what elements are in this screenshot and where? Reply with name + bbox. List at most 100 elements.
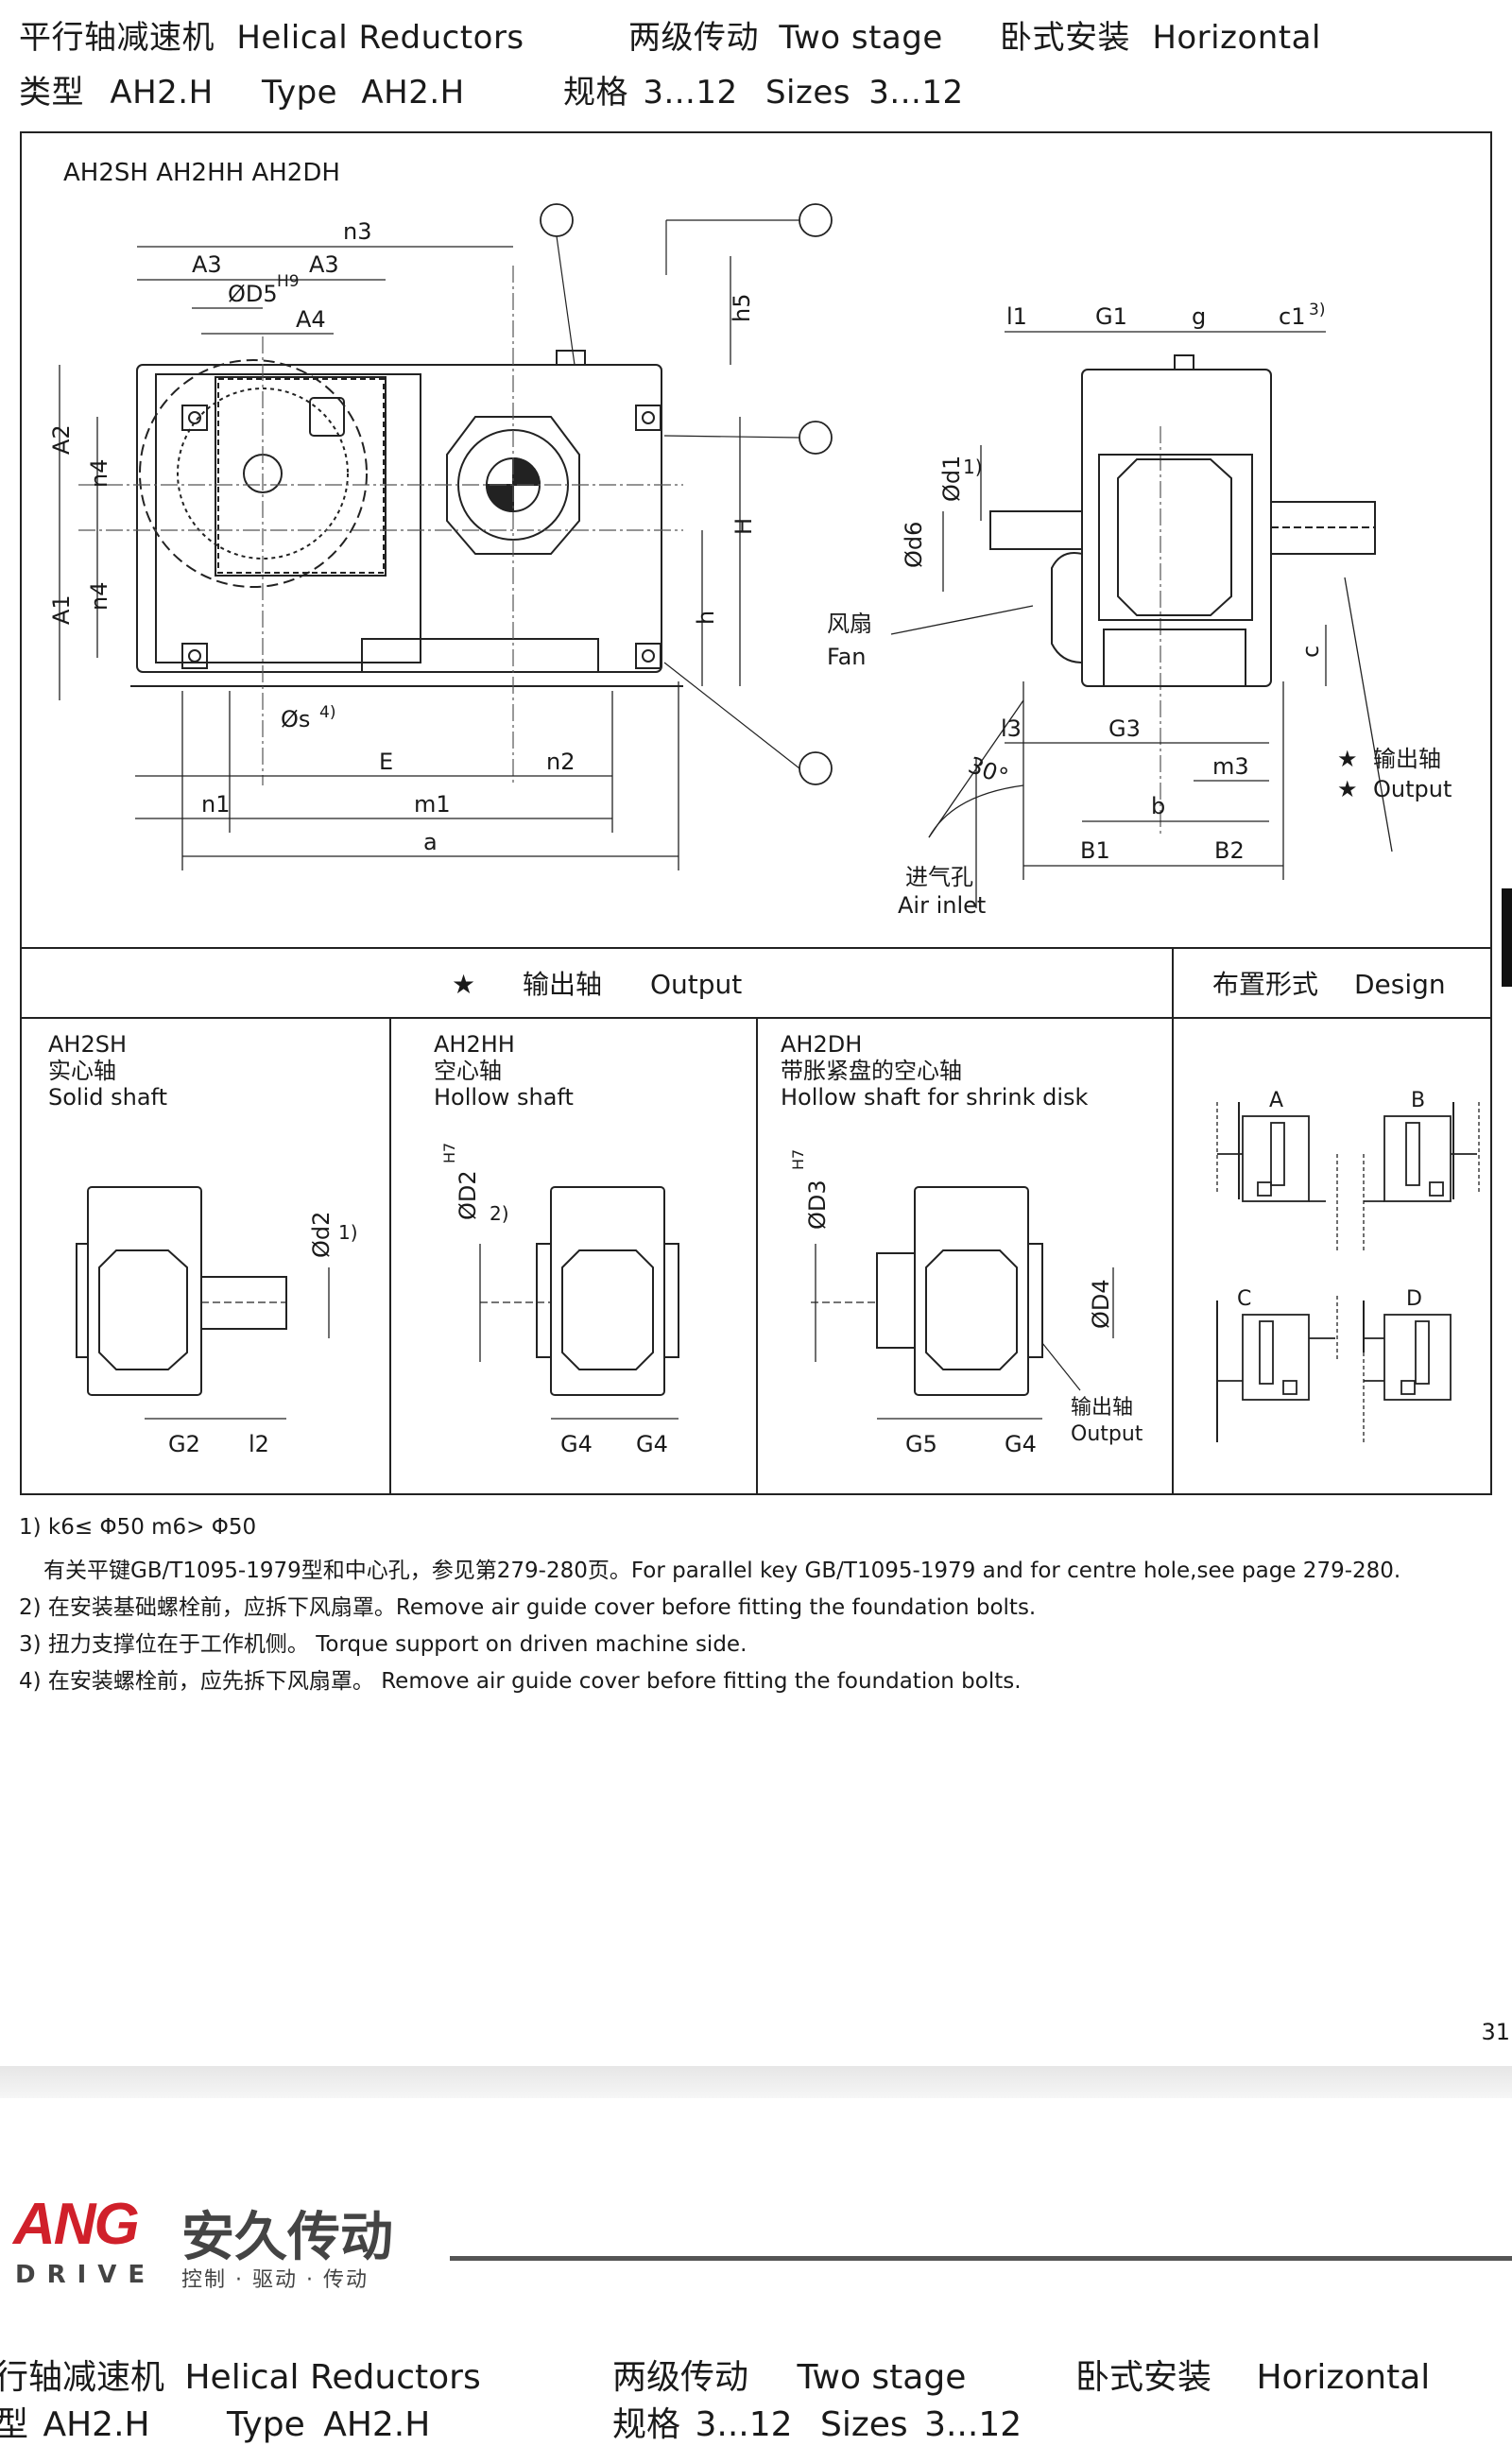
variant-3-dim2: ØD4 xyxy=(1088,1279,1114,1329)
footer-title-cn: 行轴减速机 xyxy=(0,2358,165,2397)
footer-mount-en: Horizontal xyxy=(1256,2358,1431,2397)
variant-1-l2: l2 xyxy=(249,1431,269,1457)
dim-d5: ØD5 xyxy=(228,281,278,307)
input-shaft xyxy=(989,510,1083,550)
mount-cn: 卧式安装 xyxy=(1000,19,1130,57)
type-en: Type xyxy=(261,74,338,112)
footer-stage-en: Two stage xyxy=(797,2358,967,2397)
variant-1-code: AH2SH xyxy=(48,1031,127,1058)
dim-a4: A4 xyxy=(296,306,326,333)
front-view xyxy=(130,350,683,687)
title-en: Helical Reductors xyxy=(236,19,524,57)
size-range: 3...12 xyxy=(643,74,738,112)
variant-3-cn: 带胀紧盘的空心轴 xyxy=(781,1058,962,1084)
section-output-cn: 输出轴 xyxy=(523,969,602,1000)
air-inlet-cn: 进气孔 xyxy=(905,864,973,890)
oil-drain-symbol-icon xyxy=(799,751,833,785)
variant-1-drawing xyxy=(76,1186,330,1420)
design-c-label: C xyxy=(1237,1287,1251,1311)
variant-3-out-en: Output xyxy=(1071,1422,1143,1446)
logo-rule xyxy=(450,2256,1512,2261)
dim-n1: n1 xyxy=(201,791,230,818)
variant-1-dim: Ød2 xyxy=(308,1212,335,1258)
input-cover xyxy=(215,376,387,577)
variant-3-g5: G5 xyxy=(905,1431,937,1457)
design-cn: 布置形式 xyxy=(1212,969,1318,1000)
dim-n4-upper: n4 xyxy=(86,459,112,488)
variant-3-g4: G4 xyxy=(1005,1431,1037,1457)
note-2: 2) 在安装基础螺栓前，应拆下风扇罩。Remove air guide cove… xyxy=(19,1595,1037,1620)
air-inlet-en: Air inlet xyxy=(898,892,986,919)
footer-type-cn: 型 xyxy=(0,2405,29,2444)
dim-a3-right: A3 xyxy=(309,251,339,278)
size-cn: 规格 xyxy=(563,74,628,112)
variant-2-note: 2) xyxy=(490,1202,509,1225)
size-label: 规格 3...12 Sizes 3...12 xyxy=(563,66,964,112)
dim-c: c xyxy=(1297,646,1324,658)
type-code-2: AH2.H xyxy=(361,74,465,112)
design-d-label: D xyxy=(1406,1287,1422,1311)
fan-label-cn: 风扇 xyxy=(827,611,872,637)
output-flange xyxy=(446,416,580,555)
fan-label-en: Fan xyxy=(827,644,867,670)
breather-symbol-icon xyxy=(540,203,574,237)
footer-title: 行轴减速机 Helical Reductors xyxy=(0,2350,481,2399)
dim-s: Øs xyxy=(281,706,310,732)
dim-d5-tol: H9 xyxy=(277,272,300,291)
dim-l1: l1 xyxy=(1006,303,1027,330)
variant-3-drawing xyxy=(811,1186,1114,1420)
dim-h-lower: h xyxy=(693,611,719,625)
side-index-tab xyxy=(1502,888,1512,987)
side-housing xyxy=(1081,369,1272,687)
model-title: AH2SH AH2HH AH2DH xyxy=(63,159,340,187)
note-4: 4) 在安装螺栓前，应先拆下风扇罩。 Remove air guide cove… xyxy=(19,1669,1022,1694)
variant-1-g2: G2 xyxy=(168,1431,200,1457)
size-en: Sizes xyxy=(765,74,850,112)
type-code: AH2.H xyxy=(110,74,214,112)
dim-m1: m1 xyxy=(414,791,451,818)
footer-size: 规格 3...12 Sizes 3...12 xyxy=(612,2397,1022,2446)
footer-size-range-2: 3...12 xyxy=(924,2405,1022,2444)
variant-2-g4-left: G4 xyxy=(560,1431,593,1457)
dim-c1-note: 3) xyxy=(1309,301,1325,319)
logo-drive: DRIVE xyxy=(15,2261,157,2289)
footer-stage-cn: 两级传动 xyxy=(612,2358,749,2397)
dim-c1: c1 xyxy=(1279,303,1305,330)
type-label: 类型 AH2.H Type AH2.H xyxy=(19,66,465,112)
footer-type-code-2: AH2.H xyxy=(323,2405,431,2444)
output-label-en: Output xyxy=(1373,776,1452,802)
dim-l3: l3 xyxy=(1001,715,1022,742)
dim-a: a xyxy=(423,829,438,855)
variant-3-code: AH2DH xyxy=(781,1031,862,1058)
note-1-detail: 有关平键GB/T1095-1979型和中心孔，参见第279-280页。For p… xyxy=(43,1559,1401,1583)
dim-d6: Ød6 xyxy=(901,522,927,568)
logo-tagline: 控制 · 驱动 · 传动 xyxy=(181,2268,369,2292)
angle-30: 30° xyxy=(965,751,1012,790)
dim-n2: n2 xyxy=(546,749,575,775)
footer-mount: 卧式安装 Horizontal xyxy=(1075,2350,1430,2399)
housing-inner-left xyxy=(155,373,421,663)
dim-g: g xyxy=(1192,303,1206,330)
footer-size-cn: 规格 xyxy=(612,2405,681,2444)
variant-2-en: Hollow shaft xyxy=(434,1084,574,1111)
stage-en: Two stage xyxy=(779,19,943,57)
drawing-frame: AH2SH AH2HH AH2DH n3 A3 A3 ØD5 H9 A4 h5 … xyxy=(20,131,1492,1495)
footer-size-range: 3...12 xyxy=(695,2405,793,2444)
variant-2-cn: 空心轴 xyxy=(434,1058,502,1084)
title-cn: 平行轴减速机 xyxy=(19,19,215,57)
variant-3-en: Hollow shaft for shrink disk xyxy=(781,1084,1089,1111)
dim-h-upper: H xyxy=(730,518,757,535)
dim-b2: B2 xyxy=(1214,837,1245,864)
note-1: 1) k6≤ Φ50 m6> Φ50 xyxy=(19,1515,257,1540)
section-star: ★ xyxy=(452,969,475,1000)
output-star-2: ★ xyxy=(1337,776,1358,802)
technical-drawing: AH2SH AH2HH AH2DH n3 A3 A3 ØD5 H9 A4 h5 … xyxy=(22,159,1490,1493)
dim-s-note: 4) xyxy=(319,703,335,722)
footer-stage: 两级传动 Two stage xyxy=(612,2350,966,2399)
variant-2-dim: ØD2 xyxy=(455,1170,481,1220)
variant-2-g4-right: G4 xyxy=(636,1431,668,1457)
footer-type: 型 AH2.H Type AH2.H xyxy=(0,2397,430,2446)
variant-3-tol: H7 xyxy=(789,1149,807,1170)
company-logo: ANG 安久传动 DRIVE 控制 · 驱动 · 传动 xyxy=(13,2191,429,2295)
footer-type-code: AH2.H xyxy=(43,2405,150,2444)
